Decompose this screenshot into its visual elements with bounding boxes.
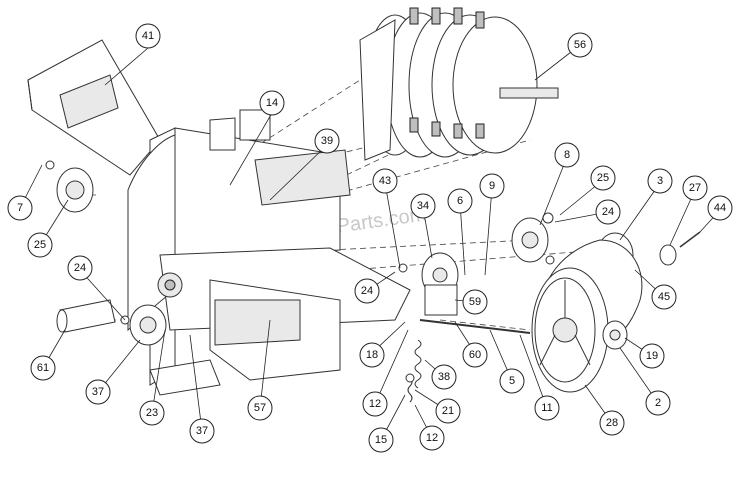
callout-60: 60 (462, 342, 488, 368)
callout-2: 2 (645, 390, 671, 416)
callout-25-left: 25 (27, 232, 53, 258)
callout-41: 41 (135, 23, 161, 49)
callout-28: 28 (599, 410, 625, 436)
callout-24-center: 24 (354, 278, 380, 304)
svg-text:3: 3 (657, 175, 663, 187)
svg-text:6: 6 (457, 195, 463, 207)
tension-spring (405, 339, 422, 403)
callout-59: 59 (462, 289, 488, 315)
callout-45: 45 (651, 284, 677, 310)
svg-text:56: 56 (574, 39, 586, 51)
callout-24-left: 24 (67, 255, 93, 281)
callout-56: 56 (567, 32, 593, 58)
callout-57: 57 (247, 395, 273, 421)
svg-text:11: 11 (541, 402, 552, 414)
callout-37-lower: 37 (189, 418, 215, 444)
svg-text:12: 12 (369, 398, 381, 410)
svg-text:25: 25 (34, 239, 46, 251)
callout-3: 3 (647, 168, 673, 194)
svg-text:61: 61 (37, 362, 49, 374)
callout-43: 43 (372, 168, 398, 194)
callout-15: 15 (368, 427, 394, 453)
pulley-nut (659, 231, 701, 266)
rotor-blades (409, 7, 485, 139)
callout-24-right: 24 (595, 199, 621, 225)
callout-39: 39 (314, 128, 340, 154)
callout-11: 11 (534, 395, 560, 421)
bearing-flange-left-lower (120, 304, 167, 346)
callout-9: 9 (479, 173, 505, 199)
svg-text:41: 41 (142, 30, 154, 42)
bearing-flange-left-upper (45, 160, 94, 213)
svg-text:19: 19 (646, 350, 658, 362)
callout-7: 7 (7, 195, 33, 221)
svg-text:57: 57 (254, 402, 266, 414)
svg-text:28: 28 (606, 417, 618, 429)
callout-18: 18 (359, 342, 385, 368)
svg-text:38: 38 (438, 371, 450, 383)
svg-text:18: 18 (366, 349, 378, 361)
callout-8: 8 (554, 142, 580, 168)
svg-text:8: 8 (564, 149, 570, 161)
svg-text:24: 24 (74, 262, 86, 274)
shaft (56, 299, 116, 333)
main-housing (127, 109, 411, 396)
bearing-flange-right (511, 212, 555, 265)
svg-text:60: 60 (469, 349, 481, 361)
svg-text:37: 37 (196, 425, 208, 437)
callout-27: 27 (682, 175, 708, 201)
svg-text:15: 15 (375, 434, 387, 446)
svg-text:37: 37 (92, 386, 104, 398)
callout-12-lower: 12 (419, 425, 445, 451)
svg-text:12: 12 (426, 432, 438, 444)
callouts: 41 56 14 39 7 25 8 3 27 44 25 24 43 34 6… (7, 23, 733, 453)
svg-text:59: 59 (469, 296, 481, 308)
svg-text:43: 43 (379, 175, 391, 187)
large-pulley (531, 267, 609, 393)
callout-25-right: 25 (590, 165, 616, 191)
svg-text:14: 14 (266, 97, 278, 109)
svg-text:5: 5 (509, 375, 515, 387)
hopper-chute (27, 39, 161, 176)
callout-5: 5 (499, 368, 525, 394)
belt-tensioner (398, 252, 531, 334)
svg-text:9: 9 (489, 180, 495, 192)
svg-text:44: 44 (714, 202, 726, 214)
pulley-hub (602, 320, 628, 350)
svg-text:39: 39 (321, 135, 333, 147)
callout-6: 6 (447, 188, 473, 214)
callout-19: 19 (639, 343, 665, 369)
callout-14: 14 (259, 90, 285, 116)
callout-34: 34 (410, 193, 436, 219)
callout-61: 61 (30, 355, 56, 381)
svg-text:24: 24 (361, 285, 373, 297)
svg-text:23: 23 (146, 407, 158, 419)
svg-text:34: 34 (417, 200, 429, 212)
rotor-disc-assembly (359, 7, 559, 161)
svg-text:27: 27 (689, 182, 701, 194)
svg-text:25: 25 (597, 172, 609, 184)
callout-12-upper: 12 (362, 391, 388, 417)
svg-text:24: 24 (602, 206, 614, 218)
callout-44: 44 (707, 195, 733, 221)
svg-text:45: 45 (658, 291, 670, 303)
callout-38: 38 (431, 364, 457, 390)
svg-text:21: 21 (442, 405, 454, 417)
svg-text:2: 2 (655, 397, 661, 409)
callout-21: 21 (435, 398, 461, 424)
callout-23: 23 (139, 400, 165, 426)
svg-text:7: 7 (17, 202, 23, 214)
callout-37-left: 37 (85, 379, 111, 405)
